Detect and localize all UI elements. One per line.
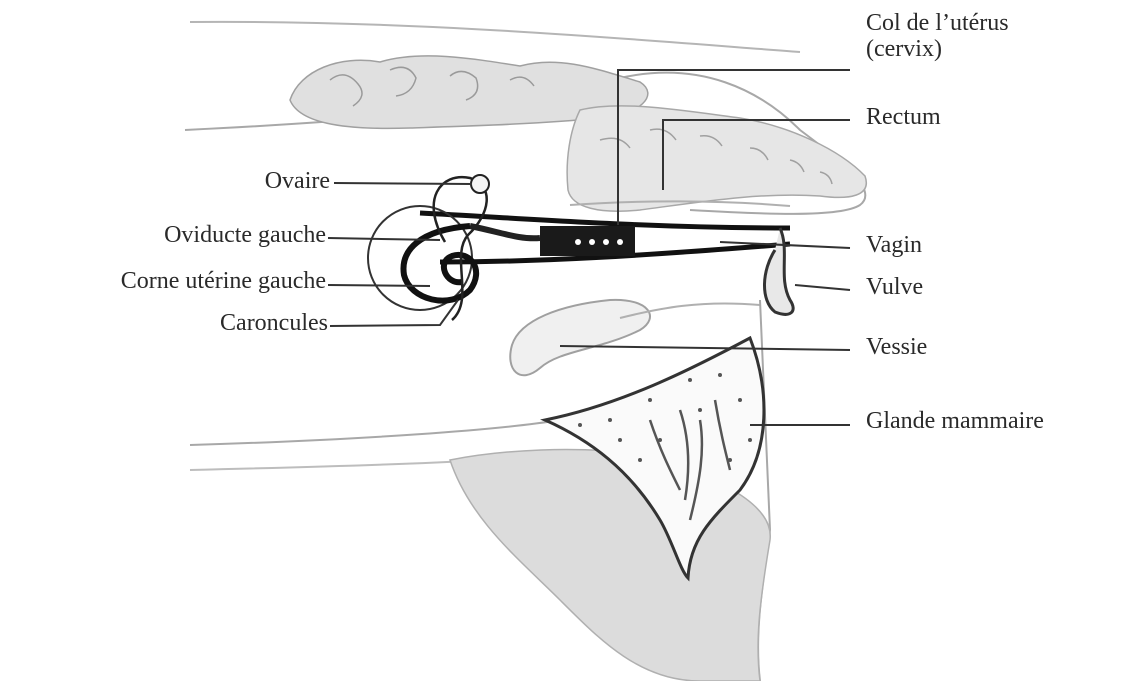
vulva [764, 228, 793, 314]
label-vulve: Vulve [866, 274, 923, 300]
ovary [471, 175, 489, 193]
leader-vessie [560, 346, 850, 350]
back-outline [190, 22, 800, 52]
belly-outline [190, 420, 560, 445]
label-corne-uterine-gauche: Corne utérine gauche [121, 268, 326, 294]
sacrum [567, 106, 866, 211]
leader-corne [328, 285, 430, 286]
leader-vulve [795, 285, 850, 290]
bladder [510, 300, 650, 375]
label-oviducte-gauche: Oviducte gauche [164, 222, 326, 248]
label-vessie: Vessie [866, 334, 927, 360]
label-rectum: Rectum [866, 104, 941, 130]
label-col-uterus-line1: Col de l’utérus [866, 10, 1009, 36]
label-col-uterus-line2: (cervix) [866, 36, 1009, 62]
label-vagin: Vagin [866, 232, 922, 258]
label-ovaire: Ovaire [265, 168, 330, 194]
leader-ovaire [334, 183, 472, 184]
label-col-uterus: Col de l’utérus (cervix) [866, 10, 1009, 62]
label-caroncules: Caroncules [220, 310, 328, 336]
label-glande-mammaire: Glande mammaire [866, 408, 1044, 434]
